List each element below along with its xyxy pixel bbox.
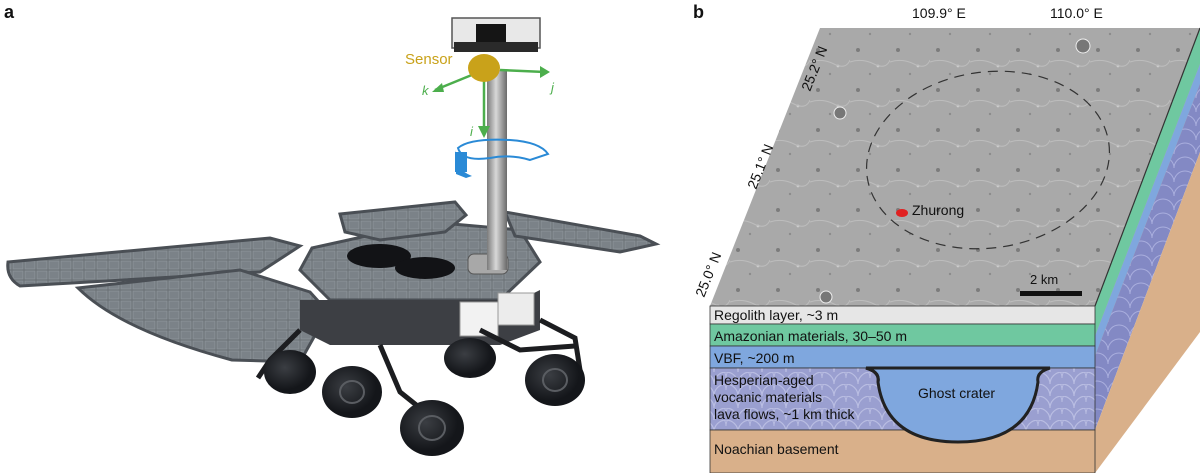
longitude-label-2: 110.0° E	[1050, 5, 1103, 21]
sensor-icon	[468, 54, 500, 82]
layer-label-hesperian-3: lava flows, ~1 km thick	[714, 406, 855, 422]
sensor-axes	[432, 54, 550, 138]
hatch-2	[395, 257, 455, 279]
layer-label-hesperian-2: vocanic materials	[714, 389, 822, 405]
mast	[451, 17, 541, 270]
sensor-label: Sensor	[405, 51, 453, 68]
crater-outline	[865, 70, 1111, 250]
panel-a-rover-illustration: a	[4, 2, 661, 456]
layer-label-amazonian: Amazonian materials, 30–50 m	[714, 328, 907, 344]
wheel-1	[264, 350, 316, 394]
layer-label-regolith: Regolith layer, ~3 m	[714, 307, 838, 323]
layer-label-hesperian-1: Hesperian-aged	[714, 372, 814, 388]
panel-b-geologic-block: b Zhurong 2 km 109.9° E 110.0° E 25.2° N…	[692, 2, 1200, 473]
axis-label-j: j	[549, 80, 555, 95]
zhurong-label: Zhurong	[912, 202, 964, 218]
panel-b-letter: b	[693, 2, 704, 22]
hatch-1	[347, 244, 411, 268]
ghost-crater-label: Ghost crater	[918, 385, 995, 401]
layer-label-noachian: Noachian basement	[714, 441, 839, 457]
panel-a-letter: a	[4, 2, 15, 22]
zhurong-site-marker	[896, 209, 908, 217]
longitude-label-1: 109.9° E	[912, 5, 966, 21]
wheel-2	[322, 366, 382, 418]
wheel-5	[525, 354, 585, 406]
wheel-4	[444, 338, 496, 378]
axis-label-i: i	[470, 124, 474, 139]
scale-bar	[1020, 291, 1082, 296]
axis-label-k: k	[422, 83, 430, 98]
wheel-3	[400, 400, 464, 456]
layer-noachian	[709, 429, 1096, 473]
scale-bar-label: 2 km	[1030, 272, 1058, 287]
terrain-surface	[710, 28, 1200, 306]
rotation-arrow-icon	[455, 138, 550, 178]
layer-label-vbf: VBF, ~200 m	[714, 350, 795, 366]
